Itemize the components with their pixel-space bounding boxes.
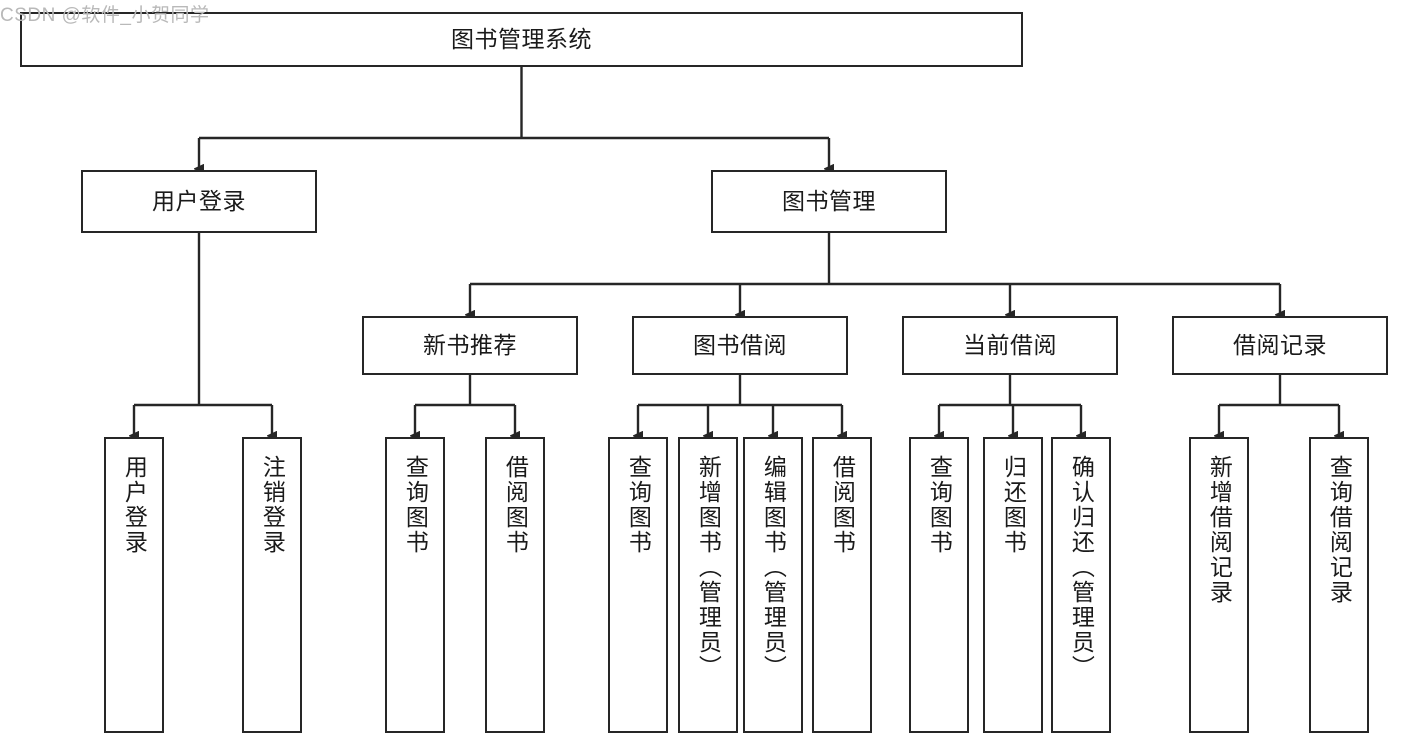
node-leaf-query-book-borrow[interactable]: 查询图书: [608, 437, 668, 733]
node-label: 借阅图书: [502, 455, 529, 555]
node-current-borrow[interactable]: 当前借阅: [902, 316, 1118, 375]
node-label: 编辑图书（管理员）: [760, 455, 787, 680]
node-user-login[interactable]: 用户登录: [81, 170, 317, 233]
node-new-book-recommend[interactable]: 新书推荐: [362, 316, 578, 375]
node-label: 图书管理: [782, 188, 876, 215]
node-root[interactable]: 图书管理系统: [20, 12, 1023, 67]
node-label: 注销登录: [259, 455, 286, 555]
node-label: 图书借阅: [693, 332, 787, 359]
node-label: 新增图书（管理员）: [695, 455, 722, 680]
node-label: 查询图书: [625, 455, 652, 555]
node-leaf-edit-book[interactable]: 编辑图书（管理员）: [743, 437, 803, 733]
node-leaf-borrow-book-recommend[interactable]: 借阅图书: [485, 437, 545, 733]
node-label: 归还图书: [1000, 455, 1027, 555]
node-leaf-add-record[interactable]: 新增借阅记录: [1189, 437, 1249, 733]
node-label: 借阅图书: [829, 455, 856, 555]
node-leaf-borrow-book[interactable]: 借阅图书: [812, 437, 872, 733]
node-label: 当前借阅: [963, 332, 1057, 359]
node-leaf-query-book-recommend[interactable]: 查询图书: [385, 437, 445, 733]
node-label: 查询图书: [402, 455, 429, 555]
node-leaf-user-login[interactable]: 用户登录: [104, 437, 164, 733]
node-label: 新书推荐: [423, 332, 517, 359]
node-leaf-query-record[interactable]: 查询借阅记录: [1309, 437, 1369, 733]
node-leaf-confirm-return[interactable]: 确认归还（管理员）: [1051, 437, 1111, 733]
node-leaf-query-book-current[interactable]: 查询图书: [909, 437, 969, 733]
node-label: 借阅记录: [1233, 332, 1327, 359]
node-leaf-logout[interactable]: 注销登录: [242, 437, 302, 733]
node-leaf-return-book[interactable]: 归还图书: [983, 437, 1043, 733]
node-label: 图书管理系统: [451, 26, 592, 53]
node-label: 确认归还（管理员）: [1068, 455, 1095, 680]
node-label: 用户登录: [152, 188, 246, 215]
node-label: 查询借阅记录: [1326, 455, 1353, 605]
node-book-manage[interactable]: 图书管理: [711, 170, 947, 233]
node-borrow-record[interactable]: 借阅记录: [1172, 316, 1388, 375]
node-label: 用户登录: [121, 455, 148, 555]
node-label: 新增借阅记录: [1206, 455, 1233, 605]
csdn-watermark: CSDN @软件_小贺同学: [0, 5, 210, 26]
node-label: 查询图书: [926, 455, 953, 555]
node-leaf-add-book[interactable]: 新增图书（管理员）: [678, 437, 738, 733]
node-book-borrow[interactable]: 图书借阅: [632, 316, 848, 375]
